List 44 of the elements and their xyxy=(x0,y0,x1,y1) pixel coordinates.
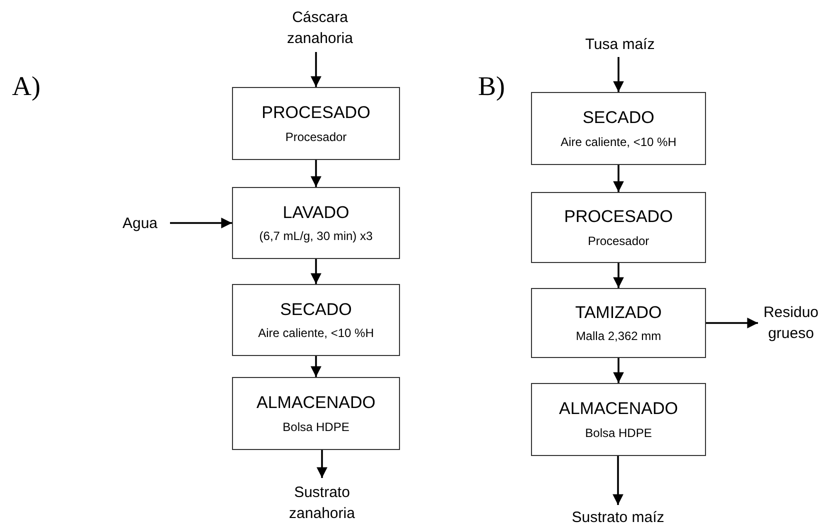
flow-text: Tusa maíz xyxy=(555,31,685,57)
panel-label: B) xyxy=(478,70,505,103)
flow-text: Sustrato zanahoria xyxy=(262,478,382,528)
process-box xyxy=(531,383,706,456)
arrow xyxy=(613,263,624,288)
flow-text: Agua xyxy=(110,211,170,235)
process-box xyxy=(531,192,706,263)
step-title: LAVADO xyxy=(282,202,350,224)
arrow xyxy=(170,218,232,228)
arrow xyxy=(612,456,624,505)
flow-text: Cáscara zanahoria xyxy=(265,4,375,52)
process-box xyxy=(531,92,706,165)
flow-text: Sustrato maíz xyxy=(543,505,693,529)
process-box xyxy=(232,377,400,450)
arrow xyxy=(310,160,322,187)
arrow xyxy=(613,57,624,92)
step-title: PROCESADO xyxy=(262,102,370,124)
step-title: ALMACENADO xyxy=(558,398,678,420)
flow-text: Residuo grueso xyxy=(758,298,824,348)
step-title: PROCESADO xyxy=(564,206,673,228)
arrow xyxy=(706,318,758,328)
step-title: ALMACENADO xyxy=(256,392,376,414)
arrow xyxy=(613,358,624,383)
arrow xyxy=(310,259,322,284)
process-box xyxy=(531,288,706,358)
step-detail: Bolsa HDPE xyxy=(282,420,350,435)
arrow xyxy=(310,356,322,377)
step-title: SECADO xyxy=(280,298,352,320)
step-detail: Procesador xyxy=(588,234,650,249)
step-title: TAMIZADO xyxy=(575,302,662,324)
step-detail: Bolsa HDPE xyxy=(585,426,652,441)
arrow xyxy=(310,52,322,87)
step-detail: Procesador xyxy=(285,130,347,145)
step-detail: Malla 2,362 mm xyxy=(576,329,662,344)
panel-label: A) xyxy=(12,70,40,103)
process-box xyxy=(232,87,400,160)
step-title: SECADO xyxy=(582,107,654,129)
arrow xyxy=(316,450,328,478)
process-box xyxy=(232,187,400,259)
step-detail: Aire caliente, <10 %H xyxy=(258,326,374,342)
step-detail: (6,7 mL/g, 30 min) x3 xyxy=(259,229,373,244)
process-box xyxy=(232,284,400,356)
arrow xyxy=(613,165,624,192)
step-detail: Aire caliente, <10 %H xyxy=(560,134,676,150)
